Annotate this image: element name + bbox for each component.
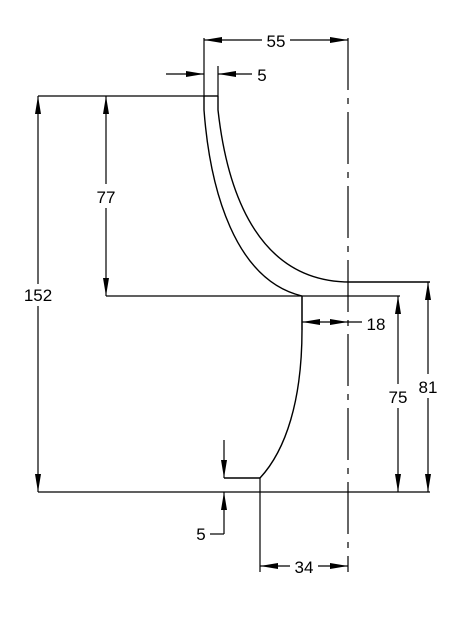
dim-top-width-label: 55: [267, 32, 286, 51]
dim-wall-bottom: 5: [196, 440, 227, 544]
dim-wall-top-label: 5: [257, 66, 266, 85]
lower-curve: [259, 296, 303, 479]
dim-total-height: 152: [18, 96, 58, 492]
dim-lower-height-label: 75: [389, 388, 408, 407]
inner-curve: [217, 96, 430, 283]
dim-bottom-width: 34: [260, 556, 348, 577]
dim-lower-height: 75: [384, 296, 412, 492]
dim-top-width: 55: [204, 30, 348, 51]
extension-lines: [38, 38, 430, 572]
dim-wall-top: 5: [166, 66, 267, 85]
dim-wall-mid: 18: [302, 315, 385, 334]
part-profile: [203, 95, 430, 479]
outer-curve: [203, 96, 303, 297]
dim-bottom-width-label: 34: [295, 558, 314, 577]
dim-right-height-label: 81: [419, 378, 438, 397]
dim-total-height-label: 152: [24, 286, 52, 305]
dim-wall-bottom-label: 5: [196, 525, 205, 544]
dim-upper-height-label: 77: [97, 188, 116, 207]
dim-upper-height: 77: [92, 96, 120, 296]
dim-right-height: 81: [414, 282, 442, 492]
dim-wall-mid-label: 18: [367, 315, 386, 334]
